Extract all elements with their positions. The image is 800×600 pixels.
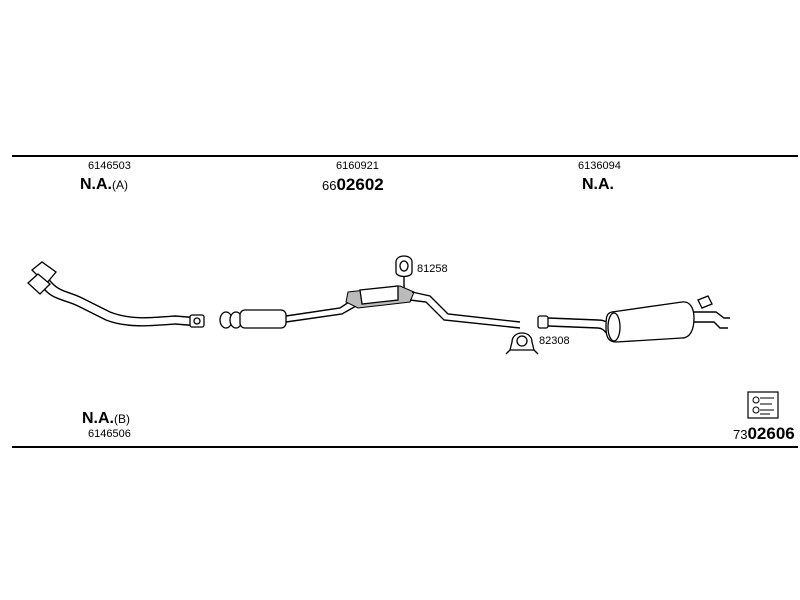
front-pipe-b-status: N.A. [82, 410, 114, 427]
hanger-ring-drawing [395, 255, 413, 288]
exhaust-system-icon [747, 391, 779, 419]
rear-muffler-drawing [537, 295, 730, 343]
rear-muffler-status: N.A. [582, 176, 614, 193]
front-pipe-a-variant: (A) [112, 178, 128, 192]
front-pipe-drawing [27, 261, 205, 328]
center-section-code: 6602602 [322, 175, 384, 195]
bottom-rule [12, 446, 798, 448]
center-section-code-main: 02602 [336, 175, 384, 194]
front-pipe-a-part-no: 6146503 [88, 160, 131, 172]
front-pipe-a-status: N.A. [80, 176, 112, 193]
system-code-main: 02606 [747, 424, 795, 443]
clamp-drawing [505, 332, 539, 355]
center-section-drawing [219, 285, 521, 329]
front-pipe-b-part-no: 6146506 [88, 428, 131, 440]
front-pipe-a-status-line: N.A.(A) [80, 176, 128, 194]
hanger-ring-part-no: 81258 [417, 263, 448, 275]
top-rule [12, 155, 798, 157]
front-pipe-b-variant: (B) [114, 412, 130, 426]
center-section-part-no: 6160921 [336, 160, 379, 172]
system-code-prefix: 73 [733, 427, 748, 442]
rear-muffler-part-no: 6136094 [578, 160, 621, 172]
front-pipe-b-status-line: N.A.(B) [82, 410, 130, 428]
clamp-part-no: 82308 [539, 335, 570, 347]
center-section-code-prefix: 66 [322, 178, 337, 193]
system-code: 7302606 [733, 424, 795, 444]
